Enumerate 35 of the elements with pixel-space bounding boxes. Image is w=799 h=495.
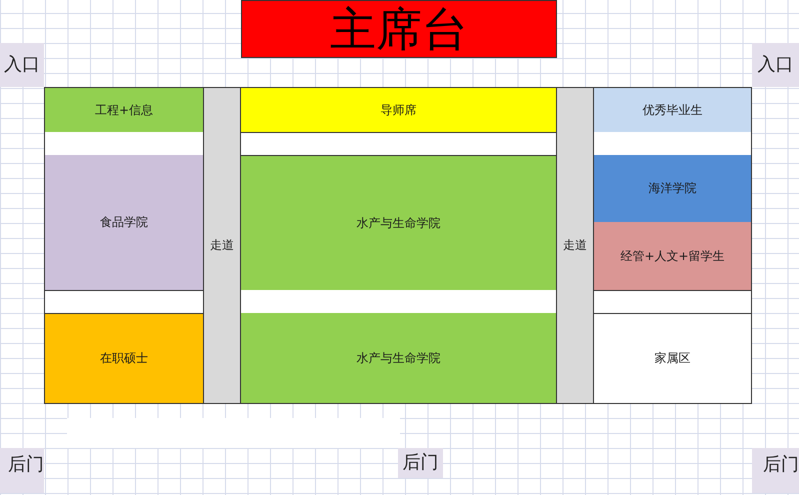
zone-label: 水产与生命学院 [356,350,440,366]
zone-label: 水产与生命学院 [356,216,440,230]
exit-tag [0,448,44,493]
aisle-strip [203,88,241,403]
stage-box [241,0,557,58]
exit-label: 后门 [8,456,44,474]
seating-block [594,88,751,132]
exit-label: 后门 [402,454,438,472]
zone-label: 食品学院 [100,215,148,230]
seating-block [45,155,203,291]
seating-block [594,155,751,222]
zone-label: 海洋学院 [648,181,696,196]
seating-block [241,88,556,133]
entrance-label: 入口 [758,56,794,74]
seating-block [594,222,751,291]
aisle-label: 走道 [210,238,234,253]
zone-label: 家属区 [654,351,690,366]
zone-label: 导师席 [380,102,416,118]
entrance-label: 入口 [4,56,40,74]
seating-block [45,313,203,403]
stage-label: 主席台 [330,6,468,52]
entrance-tag [0,43,44,87]
aisle-strip [556,88,594,403]
entrance-tag [752,43,799,87]
zone-label: 优秀毕业生 [642,102,702,118]
zone-label: 在职硕士 [100,351,148,366]
aisle-label: 走道 [563,238,587,253]
seating-block [45,88,203,132]
exit-tag [398,448,443,478]
zone-label: 经管+人文+留学生 [620,248,725,264]
seating-block [241,155,556,290]
seating-block [241,313,556,403]
zone-label: 工程+信息 [94,102,154,118]
exit-tag [752,448,799,493]
exit-label: 后门 [763,456,799,474]
